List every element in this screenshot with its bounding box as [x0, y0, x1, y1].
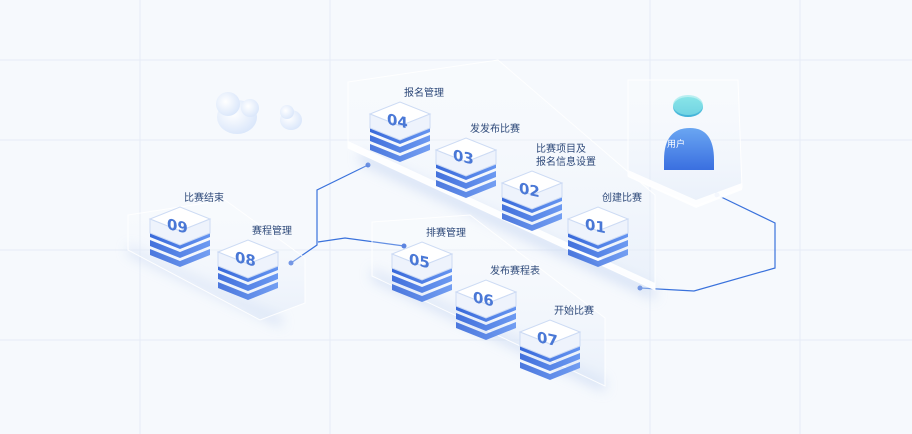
node-label: 开始比赛 — [554, 304, 594, 317]
stack-layer — [520, 362, 580, 380]
connector-left-to-top — [290, 164, 369, 264]
node-04: 04 报名管理 — [368, 86, 444, 162]
node-label: 赛程管理 — [252, 224, 292, 237]
cloud-icon — [216, 92, 259, 134]
node-label: 发发布比赛 — [470, 122, 520, 135]
node-label: 发布赛程表 — [490, 264, 540, 277]
node-06: 06 发布赛程表 — [454, 264, 540, 340]
node-label: 报名管理 — [404, 86, 444, 99]
node-number: 05 — [409, 250, 430, 272]
stack-layer — [456, 313, 516, 331]
node-number: 04 — [387, 110, 408, 132]
stack-layer — [568, 240, 628, 258]
node-09: 09 比赛结束 — [148, 191, 224, 267]
node-label: 创建比赛 — [602, 191, 642, 204]
stack-body — [217, 251, 279, 279]
node-number: 09 — [167, 215, 188, 237]
stack-layer — [218, 273, 278, 291]
stack-layer — [502, 204, 562, 222]
node-05: 05 排赛管理 — [390, 226, 466, 302]
stack-layer — [436, 171, 496, 189]
stack-body — [435, 149, 497, 177]
node-label: 比赛结束 — [184, 191, 224, 204]
user-icon — [664, 95, 714, 170]
node-label: 比赛项目及 — [536, 142, 586, 155]
stack-body — [501, 182, 563, 210]
node-number: 08 — [235, 248, 256, 270]
node-number: 02 — [519, 179, 540, 201]
stack-layer — [150, 240, 210, 258]
node-number: 07 — [537, 328, 558, 350]
stack-layer — [392, 284, 452, 302]
node-03: 03 发发布比赛 — [434, 122, 520, 198]
node-01: 01 创建比赛 — [566, 191, 642, 267]
stack-layer — [370, 135, 430, 153]
stack-body — [455, 291, 517, 319]
stack-layer — [502, 213, 562, 231]
stack-body — [369, 113, 431, 141]
user-label: 用户 — [667, 138, 685, 150]
cloud-small-icon — [280, 105, 302, 130]
stack-body — [391, 253, 453, 281]
node-label: 排赛管理 — [426, 226, 466, 239]
stack-layer — [436, 180, 496, 198]
stack-layer — [392, 275, 452, 293]
stack-body — [567, 218, 629, 246]
stack-layer — [456, 322, 516, 340]
node-number: 03 — [453, 146, 474, 168]
connector-user-to-top — [639, 194, 776, 292]
node-number: 06 — [473, 288, 494, 310]
node-number: 01 — [585, 215, 606, 237]
stack-layer — [370, 144, 430, 162]
stack-layer — [520, 353, 580, 371]
node-07: 07 开始比赛 — [518, 304, 594, 380]
node-label: 报名信息设置 — [536, 155, 596, 168]
node-08: 08 赛程管理 — [216, 224, 292, 300]
stack-body — [519, 331, 581, 359]
stack-layer — [150, 249, 210, 267]
stack-body — [149, 218, 211, 246]
stack-layer — [568, 249, 628, 267]
stack-layer — [218, 282, 278, 300]
